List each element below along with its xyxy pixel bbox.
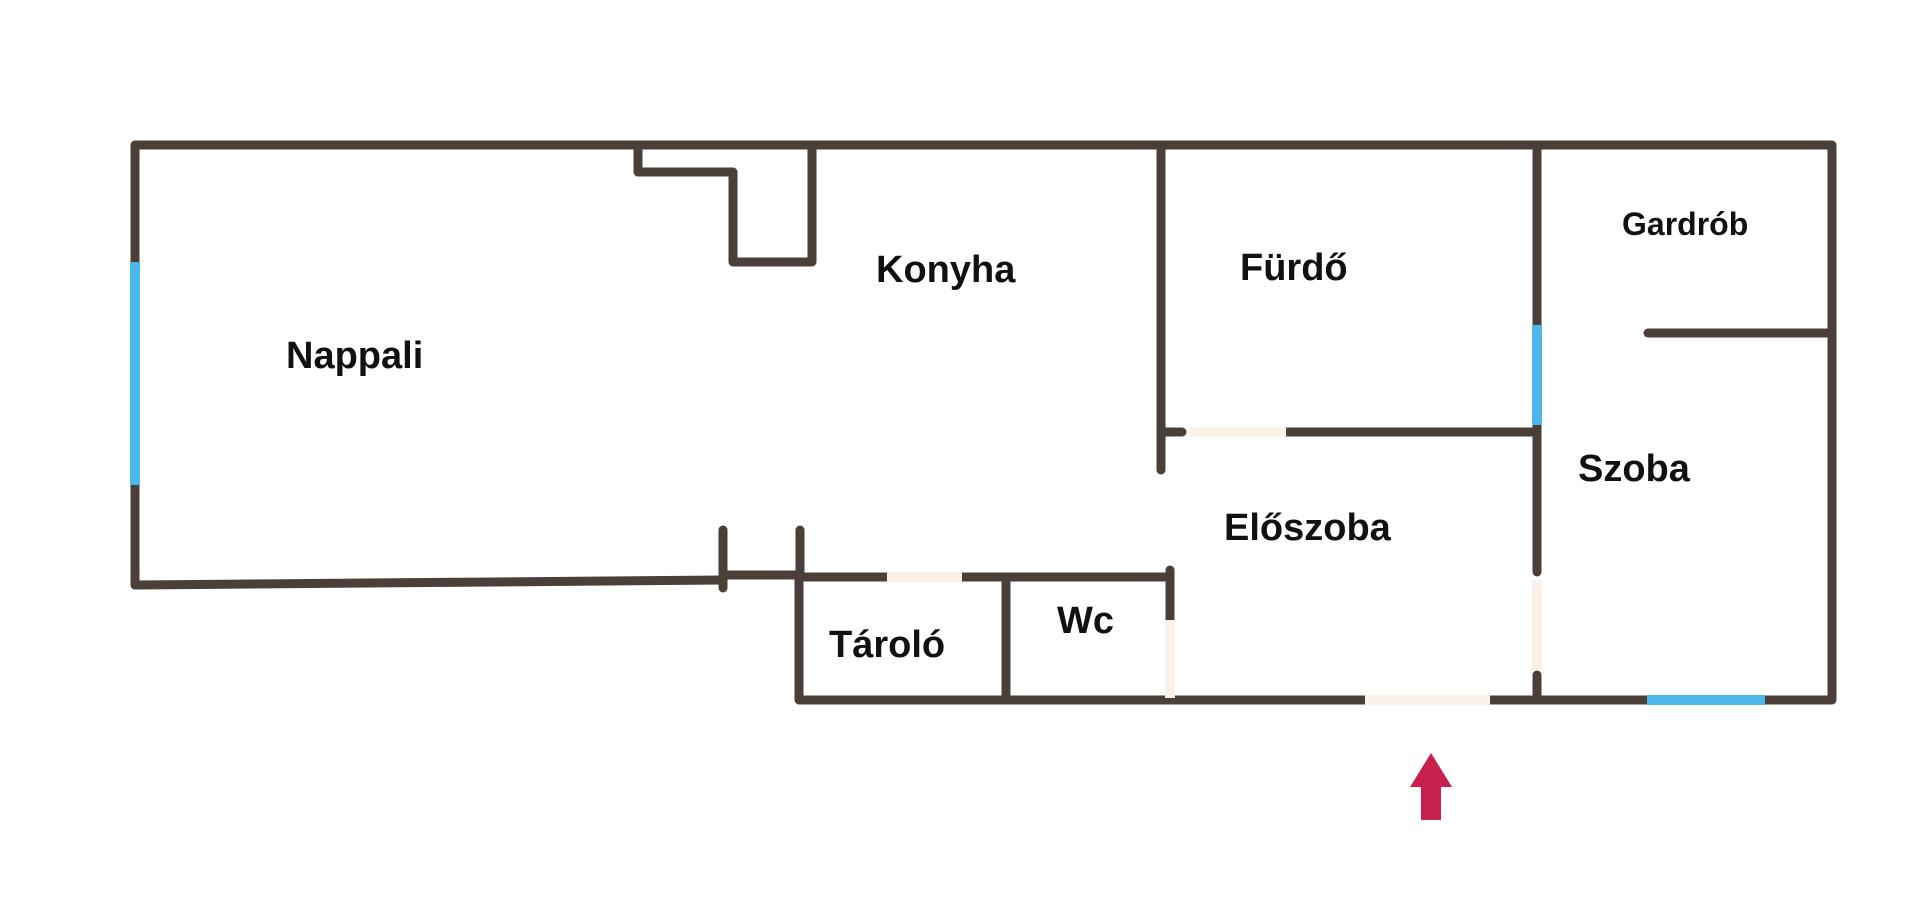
interior-walls: [633, 145, 1837, 703]
room-labels: Nappali Konyha Fürdő Gardrób Szoba Elősz…: [286, 206, 1748, 666]
doors: [887, 427, 1542, 705]
room-label-eloszoba: Előszoba: [1224, 507, 1392, 549]
outer-wall-main: [130, 140, 1837, 705]
outer-walls: [130, 140, 1837, 705]
outer-wall-bottom-left: [130, 575, 728, 590]
room-label-nappali: Nappali: [286, 335, 423, 377]
room-label-gardrob: Gardrób: [1622, 206, 1748, 242]
room-label-tarolo: Tároló: [829, 624, 945, 666]
entrance-arrow-icon: [1410, 753, 1452, 820]
room-label-furdo: Fürdő: [1240, 247, 1348, 289]
outer-wall-top-left: [718, 570, 803, 593]
chimney-wall: [633, 145, 817, 267]
room-label-szoba: Szoba: [1578, 448, 1691, 490]
windows: [130, 262, 1765, 705]
room-label-konyha: Konyha: [876, 249, 1016, 291]
room-label-wc: Wc: [1057, 600, 1114, 642]
